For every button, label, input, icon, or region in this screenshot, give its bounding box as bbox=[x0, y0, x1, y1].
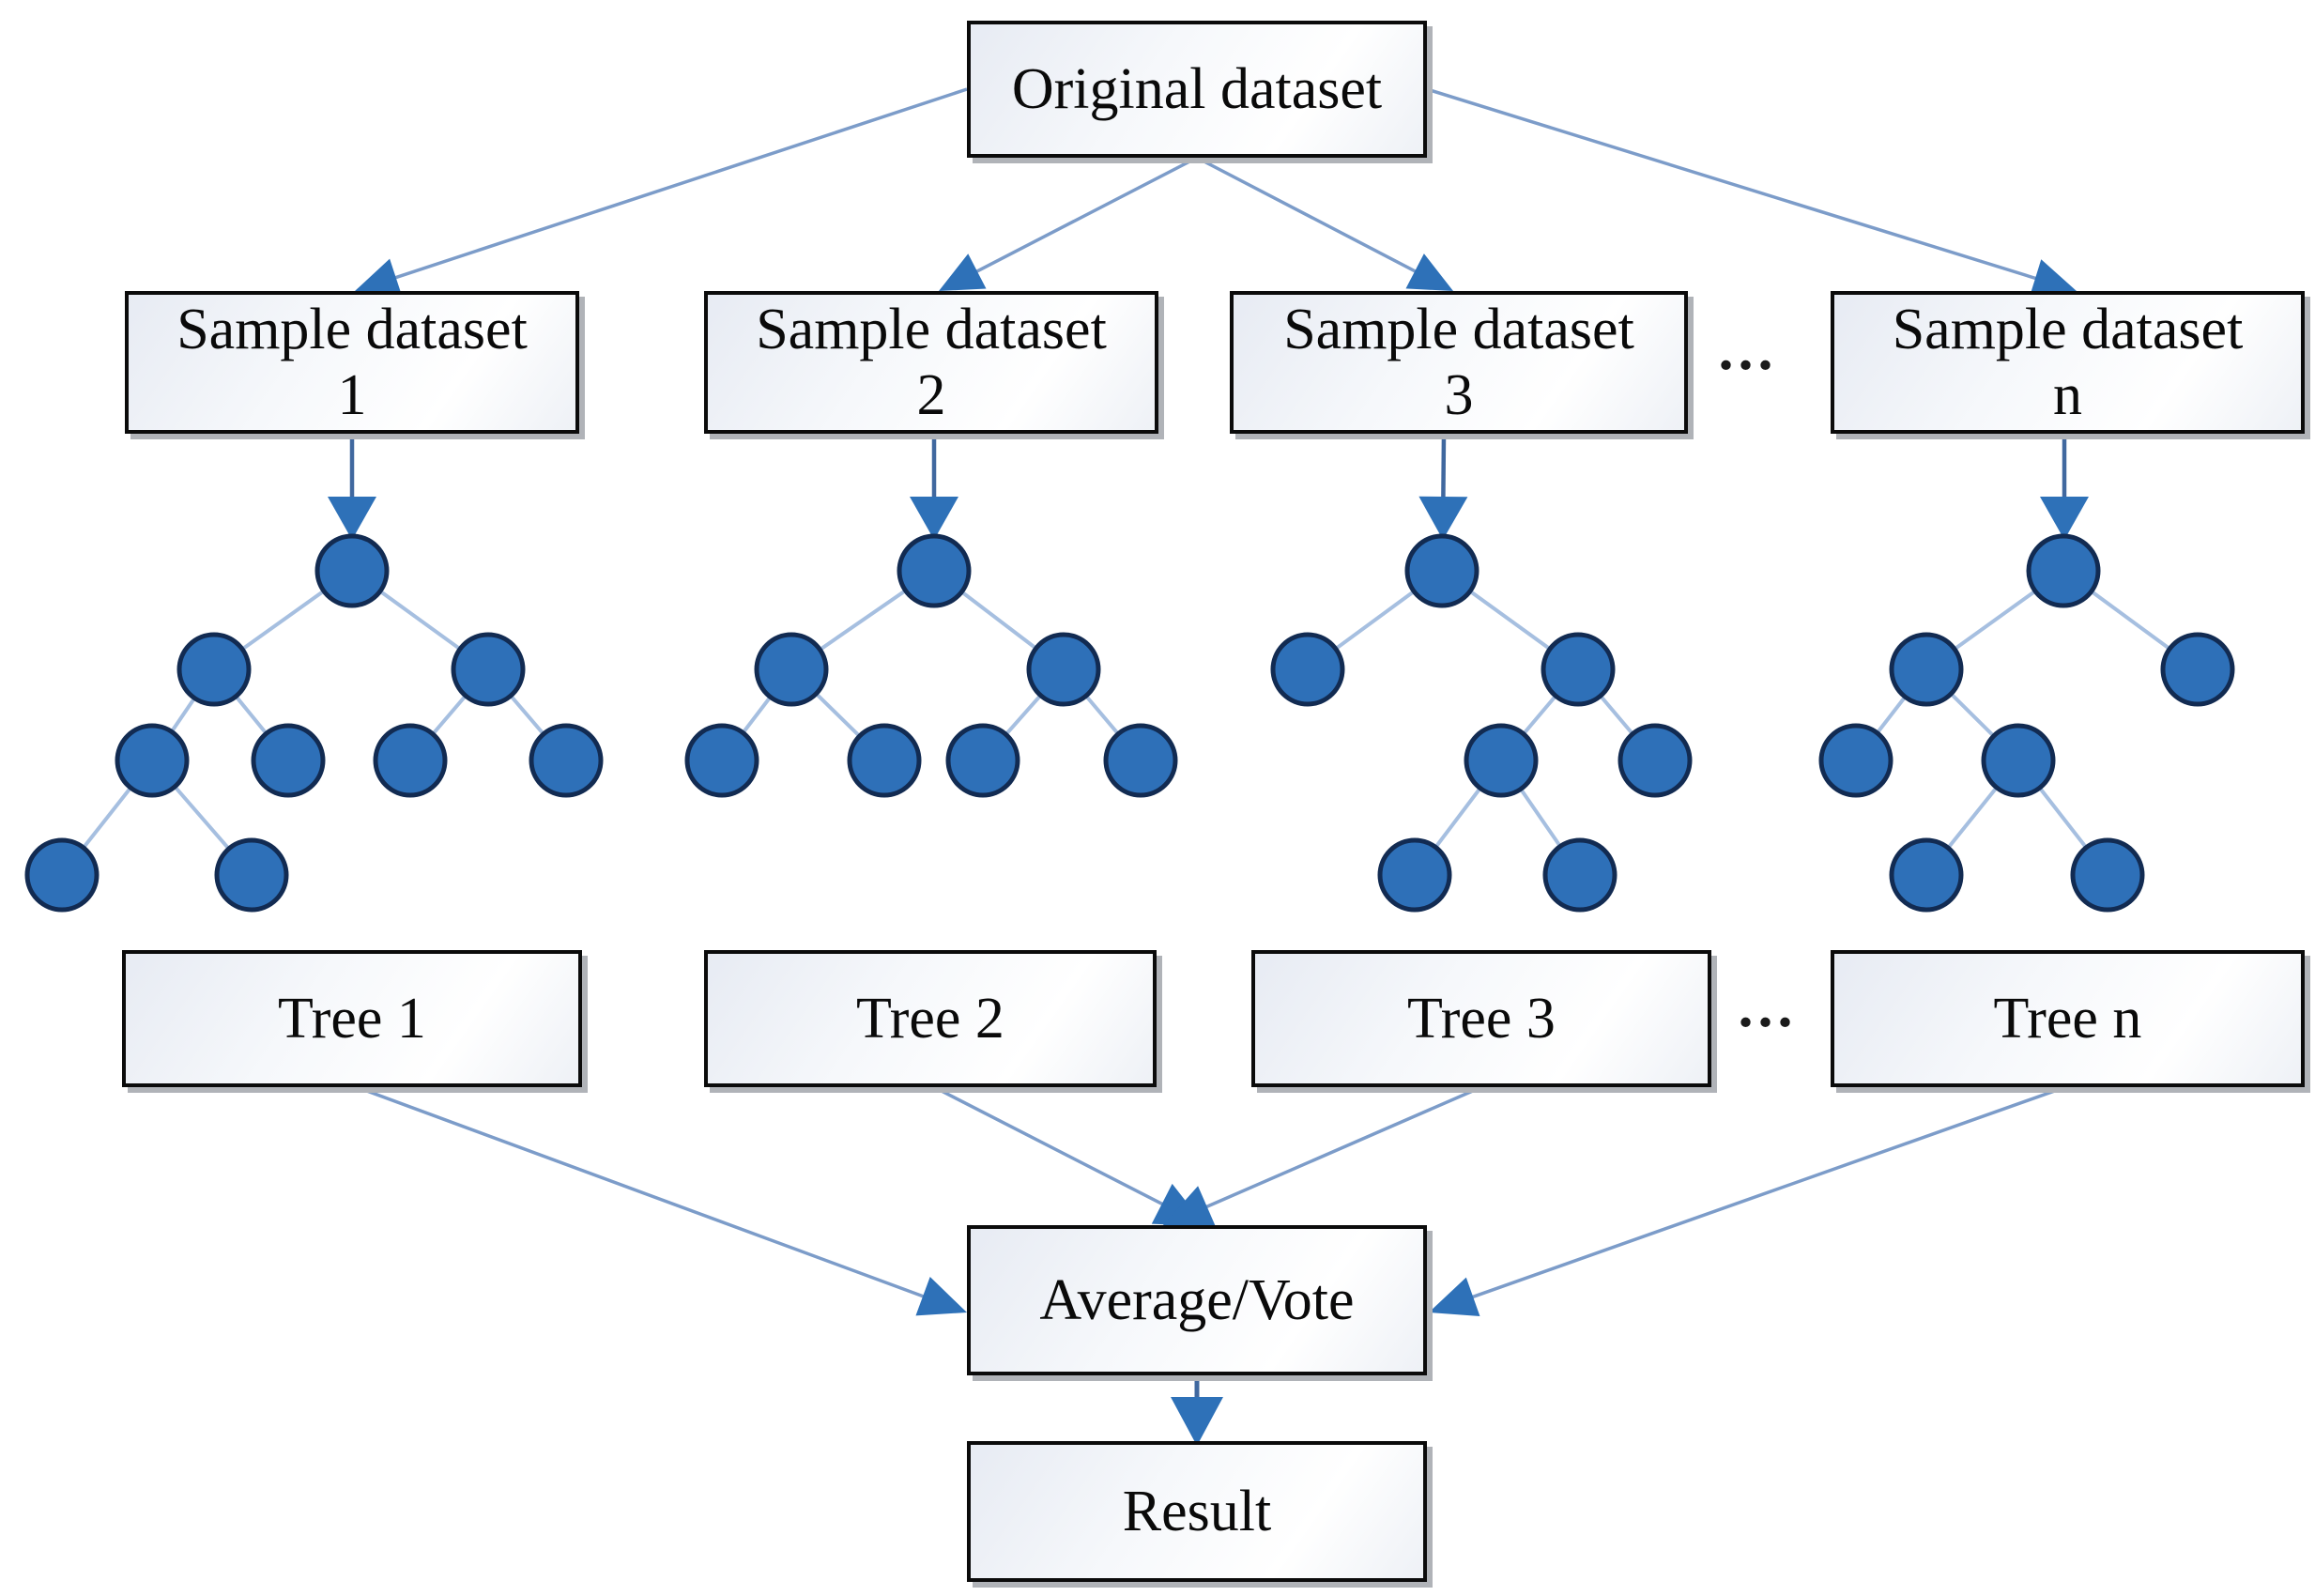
sample-dataset-2-label: Sample dataset bbox=[756, 297, 1107, 361]
sample-dataset-2-number: 2 bbox=[916, 363, 946, 427]
decision-tree-1-node-5 bbox=[373, 723, 448, 798]
tree-1-label: Tree 1 bbox=[278, 986, 426, 1051]
decision-tree-3-node-1 bbox=[1270, 632, 1345, 707]
average-to-result-arrowhead bbox=[1171, 1397, 1223, 1446]
original-to-sample-1-line bbox=[376, 87, 968, 285]
decision-tree-1-node-6 bbox=[529, 723, 604, 798]
tree-3-label: Tree 3 bbox=[1407, 986, 1556, 1051]
average-vote-label: Average/Vote bbox=[1039, 1267, 1355, 1332]
tree-n-to-average-arrowhead bbox=[1429, 1277, 1480, 1317]
average-vote-box: Average/Vote bbox=[967, 1225, 1427, 1375]
original-dataset-label: Original dataset bbox=[1011, 56, 1383, 121]
decision-tree-1-node-4 bbox=[251, 723, 326, 798]
sample-dataset-1-label: Sample dataset bbox=[176, 297, 528, 361]
tree-3-box: Tree 3 bbox=[1251, 950, 1711, 1087]
decision-tree-2-node-5 bbox=[945, 723, 1020, 798]
decision-tree-n-node-0 bbox=[2026, 533, 2101, 608]
decision-tree-3-node-2 bbox=[1541, 632, 1616, 707]
tree-2-box: Tree 2 bbox=[704, 950, 1157, 1087]
tree-n-label: Tree n bbox=[1993, 986, 2142, 1051]
sample-dataset-2-box: Sample dataset 2 bbox=[704, 291, 1158, 434]
original-to-sample-2-line bbox=[958, 156, 1198, 282]
decision-tree-2-node-1 bbox=[754, 632, 829, 707]
decision-tree-1-node-0 bbox=[314, 533, 390, 608]
decision-tree-3-node-3 bbox=[1464, 723, 1539, 798]
sample-dataset-n-number: n bbox=[2053, 363, 2082, 427]
decision-tree-n-node-6 bbox=[2070, 837, 2145, 913]
tree-2-to-average-line bbox=[933, 1085, 1183, 1216]
sample-dataset-n-box: Sample dataset n bbox=[1831, 291, 2305, 434]
tree-3-to-average-arrowhead bbox=[1162, 1186, 1217, 1228]
sample-2-to-tree-arrowhead bbox=[910, 497, 958, 540]
decision-tree-1-node-8 bbox=[214, 837, 289, 913]
decision-tree-1-node-2 bbox=[451, 632, 526, 707]
decision-tree-2-node-2 bbox=[1026, 632, 1101, 707]
sample-dataset-1-box: Sample dataset 1 bbox=[125, 291, 579, 434]
decision-tree-n-node-3 bbox=[1818, 723, 1893, 798]
decision-tree-n-node-2 bbox=[2160, 632, 2235, 707]
sample-1-to-tree-arrowhead bbox=[328, 497, 376, 540]
decision-tree-3-node-5 bbox=[1377, 837, 1452, 913]
ellipsis-between-trees: ... bbox=[1738, 973, 1798, 1039]
original-to-sample-2-arrowhead bbox=[939, 253, 987, 291]
original-to-sample-n-line bbox=[1426, 87, 2055, 286]
sample-3-to-tree-arrowhead bbox=[1418, 496, 1468, 540]
decision-tree-2-node-4 bbox=[847, 723, 922, 798]
result-label: Result bbox=[1122, 1479, 1272, 1543]
sample-dataset-3-label: Sample dataset bbox=[1283, 297, 1634, 361]
decision-tree-n-node-5 bbox=[1889, 837, 1964, 913]
decision-tree-3-node-6 bbox=[1542, 837, 1617, 913]
sample-dataset-3-box: Sample dataset 3 bbox=[1230, 291, 1688, 434]
tree-1-to-average-arrowhead bbox=[915, 1277, 967, 1316]
decision-tree-2-node-3 bbox=[684, 723, 759, 798]
sample-n-to-tree-arrowhead bbox=[2040, 497, 2089, 540]
decision-tree-2-node-0 bbox=[897, 533, 972, 608]
decision-tree-1-node-3 bbox=[115, 723, 190, 798]
ellipsis-between-sample-datasets: ... bbox=[1718, 315, 1778, 382]
sample-dataset-n-label: Sample dataset bbox=[1892, 297, 2244, 361]
original-to-sample-n-arrowhead bbox=[2029, 259, 2077, 298]
decision-tree-1-node-1 bbox=[176, 632, 252, 707]
decision-tree-n-node-1 bbox=[1889, 632, 1964, 707]
tree-1-box: Tree 1 bbox=[122, 950, 582, 1087]
tree-n-box: Tree n bbox=[1831, 950, 2305, 1087]
result-box: Result bbox=[967, 1441, 1427, 1582]
tree-1-to-average-line bbox=[356, 1085, 943, 1306]
tree-3-to-average-line bbox=[1186, 1085, 1482, 1218]
tree-n-to-average-line bbox=[1452, 1085, 2066, 1306]
decision-tree-3-node-4 bbox=[1617, 723, 1693, 798]
decision-tree-2-node-6 bbox=[1103, 723, 1178, 798]
sample-dataset-1-number: 1 bbox=[337, 363, 367, 427]
original-to-sample-1-arrowhead bbox=[355, 258, 403, 297]
decision-tree-1-node-7 bbox=[24, 837, 100, 913]
original-dataset-box: Original dataset bbox=[967, 21, 1427, 158]
original-to-sample-3-arrowhead bbox=[1405, 253, 1453, 291]
tree-2-label: Tree 2 bbox=[856, 986, 1004, 1051]
sample-dataset-3-number: 3 bbox=[1444, 363, 1474, 427]
decision-tree-3-node-0 bbox=[1404, 533, 1479, 608]
decision-tree-n-node-4 bbox=[1981, 723, 2056, 798]
original-to-sample-3-line bbox=[1196, 156, 1433, 282]
